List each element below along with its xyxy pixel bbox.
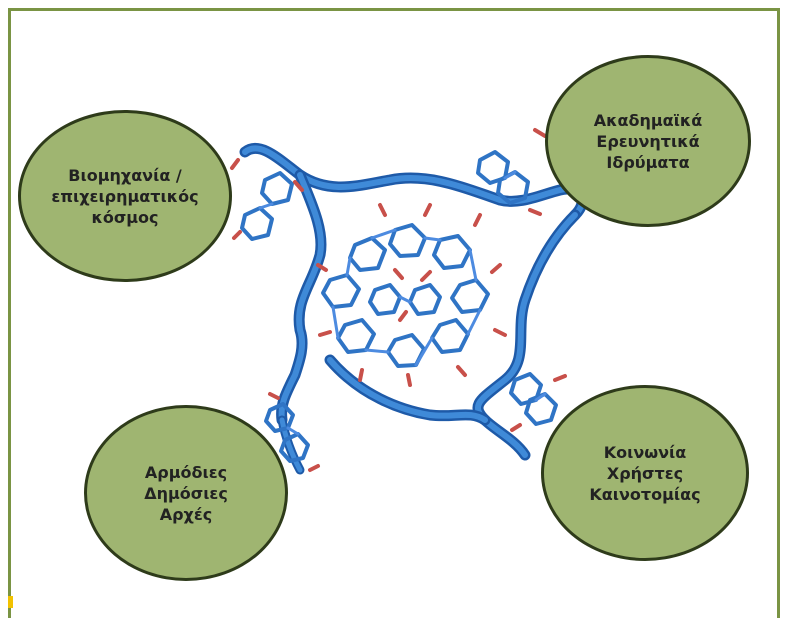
node-industry: Βιομηχανία / επιχειρηματικός κόσμος xyxy=(18,110,232,282)
node-society-label: Κοινωνία Χρήστες Καινοτομίας xyxy=(589,442,701,504)
node-academic: Ακαδημαϊκά Ερευνητικά Ιδρύματα xyxy=(545,55,751,227)
slide-accent-bar xyxy=(8,596,13,608)
node-academic-label: Ακαδημαϊκά Ερευνητικά Ιδρύματα xyxy=(593,110,703,172)
node-industry-label: Βιομηχανία / επιχειρηματικός κόσμος xyxy=(51,165,199,227)
node-authorities-label: Αρμόδιες Δημόσιες Αρχές xyxy=(144,462,228,524)
node-society: Κοινωνία Χρήστες Καινοτομίας xyxy=(541,385,749,561)
node-authorities: Αρμόδιες Δημόσιες Αρχές xyxy=(84,405,288,581)
